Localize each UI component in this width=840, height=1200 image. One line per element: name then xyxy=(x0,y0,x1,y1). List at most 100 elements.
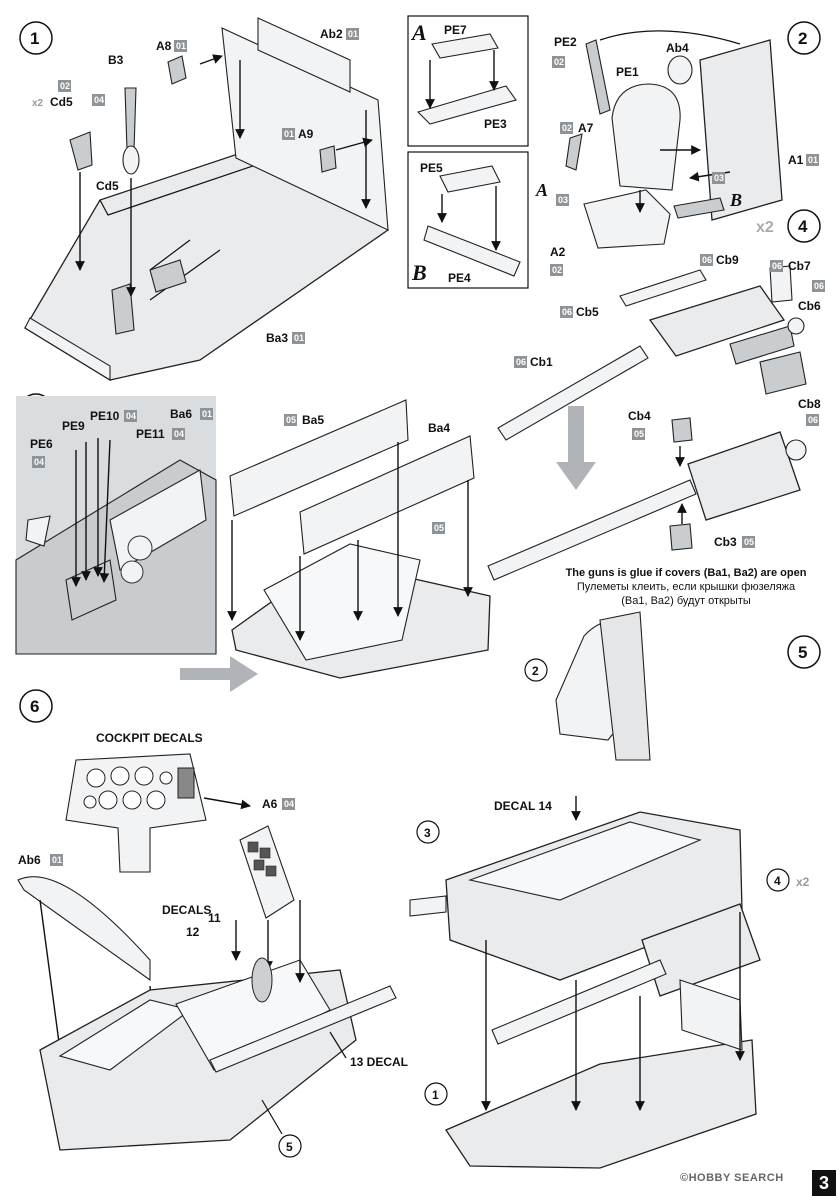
big-arrow-right xyxy=(180,656,258,692)
label-ba6: Ba6 xyxy=(170,407,192,421)
gun-assembled xyxy=(687,431,801,521)
step-2-circle xyxy=(787,21,821,55)
label-ba3: Ba3 xyxy=(266,331,288,345)
label-a9: A9 xyxy=(298,127,314,141)
step-5-circle xyxy=(787,635,821,669)
step-6-circle xyxy=(19,689,53,723)
badge-cb3: 05 xyxy=(744,537,754,547)
label-ba5: Ba5 xyxy=(302,413,324,427)
label-a-big: A xyxy=(410,20,427,45)
badge-cb8: 06 xyxy=(808,415,818,425)
label-pe3: PE3 xyxy=(484,117,507,131)
badge-ab6: 01 xyxy=(52,855,62,865)
side-panel-ba4 xyxy=(299,435,475,555)
label-pe6: PE6 xyxy=(30,437,53,451)
badge-pe10: 04 xyxy=(126,411,136,421)
badge-cb5: 06 xyxy=(562,307,572,317)
label-b3: B3 xyxy=(108,53,124,67)
badge-cd5-top: 02 xyxy=(60,81,70,91)
gun-glue-note: The guns is glue if covers (Ba1, Ba2) ar… xyxy=(536,566,836,608)
badge-a2: 02 xyxy=(552,265,562,275)
badge-ba5: 05 xyxy=(286,415,296,425)
label-decals: DECALS xyxy=(162,903,211,917)
label-pe11: PE11 xyxy=(136,427,165,441)
label-cb3: Cb3 xyxy=(714,535,737,549)
label-ab4: Ab4 xyxy=(666,41,689,55)
step-3-diagram: 3 PE9 PE10 04 PE11 04 PE6 04 Ba6 01 xyxy=(15,393,491,692)
label-ab6: Ab6 xyxy=(18,853,41,867)
badge-ba4: 05 xyxy=(434,523,444,533)
callout-2: 2 xyxy=(532,664,539,678)
callout-3: 3 xyxy=(424,826,431,840)
callout-4: 4 xyxy=(774,874,781,888)
label-x2-c: x2 xyxy=(796,875,810,889)
side-wall-ab6 xyxy=(17,876,151,982)
label-ba4: Ba4 xyxy=(428,421,450,435)
callout-5: 5 xyxy=(286,1140,293,1154)
label-a1: A1 xyxy=(788,153,804,167)
step-1-circle xyxy=(19,21,53,55)
badge-b-small: 03 xyxy=(714,173,724,183)
label-decal-11: 11 xyxy=(208,911,221,925)
label-b-small: B xyxy=(729,190,742,210)
badge-a6: 04 xyxy=(284,799,294,809)
note-english: The guns is glue if covers (Ba1, Ba2) ar… xyxy=(565,567,807,579)
badge-ba3: 01 xyxy=(294,333,304,343)
label-a-small: A xyxy=(535,180,548,200)
badge-b3: 04 xyxy=(94,95,104,105)
badge-cb1: 06 xyxy=(516,357,526,367)
step-5-diagram: 5 2 3 4 x2 1 DECAL 14 xyxy=(409,611,821,1169)
label-a8: A8 xyxy=(156,39,172,53)
label-cd5-top: Cd5 xyxy=(50,95,73,109)
label-pe4: PE4 xyxy=(448,271,471,285)
seat-back xyxy=(611,83,681,191)
badge-cb7: 06 xyxy=(772,261,782,271)
badge-a9: 01 xyxy=(284,129,294,139)
gun-body-cb9 xyxy=(648,285,786,357)
label-cb9: Cb9 xyxy=(716,253,739,267)
label-cb8: Cb8 xyxy=(798,397,821,411)
badge-ab2: 01 xyxy=(348,29,358,39)
label-cb4: Cb4 xyxy=(628,409,651,423)
subassembly-a-box: A PE7 PE3 xyxy=(407,15,529,147)
hobby-search-logo: ©HOBBY SEARCH xyxy=(680,1172,784,1184)
note-russian-line1: Пулеметы клеить, если крышки фюзеляжа xyxy=(576,581,796,593)
label-cb6: Cb6 xyxy=(798,299,821,313)
badge-pe11: 04 xyxy=(174,429,184,439)
badge-cb4: 05 xyxy=(634,429,644,439)
label-decal-13: 13 DECAL xyxy=(350,1055,408,1069)
label-a2: A2 xyxy=(550,245,566,259)
label-pe9: PE9 xyxy=(62,419,85,433)
badge-a8: 01 xyxy=(176,41,186,51)
step-1-diagram: 1 Ab2 01 A8 01 B3 04 02 x2 Cd5 01 A9 Cd5 xyxy=(19,17,389,381)
step-1-number: 1 xyxy=(30,29,39,48)
step-2-diagram: 2 PE2 02 PE1 Ab4 02 A7 A 03 A1 01 03 B A… xyxy=(535,21,821,276)
badge-a1: 01 xyxy=(808,155,818,165)
step-4-diagram: x2 4 06 Cb9 06 Cb7 06 Cb6 06 Cb5 06 Cb1 … xyxy=(487,209,825,581)
step-4-circle xyxy=(787,209,821,243)
label-pe1: PE1 xyxy=(616,65,639,79)
label-pe5: PE5 xyxy=(420,161,443,175)
label-cb5: Cb5 xyxy=(576,305,599,319)
page-number: 3 xyxy=(812,1170,836,1196)
step-4-number: 4 xyxy=(798,217,808,236)
label-cockpit-decals: COCKPIT DECALS xyxy=(96,731,203,745)
step-2-number: 2 xyxy=(798,29,807,48)
step-6-diagram: 6 COCKPIT DECALS A6 04 Ab6 01 xyxy=(17,689,408,1158)
badge-cb9: 06 xyxy=(702,255,712,265)
floor-in-step5 xyxy=(445,1039,757,1169)
badge-a7: 02 xyxy=(562,123,572,133)
seat-pan-a2 xyxy=(583,189,671,249)
note-russian-line2: (Ba1, Ba2) будут открыты xyxy=(621,595,751,607)
badge-pe2: 02 xyxy=(554,57,564,67)
step-5-number: 5 xyxy=(798,643,807,662)
label-cb7: Cb7 xyxy=(788,259,811,273)
label-x2-b: x2 xyxy=(756,219,774,236)
subassembly-b-box: B PE5 PE4 xyxy=(407,151,529,289)
label-a7: A7 xyxy=(578,121,594,135)
step-6-number: 6 xyxy=(30,697,39,716)
label-b-big: B xyxy=(411,260,427,285)
label-x2-a: x2 xyxy=(32,98,44,109)
label-decal-12: 12 xyxy=(186,925,200,939)
label-ab2: Ab2 xyxy=(320,27,343,41)
